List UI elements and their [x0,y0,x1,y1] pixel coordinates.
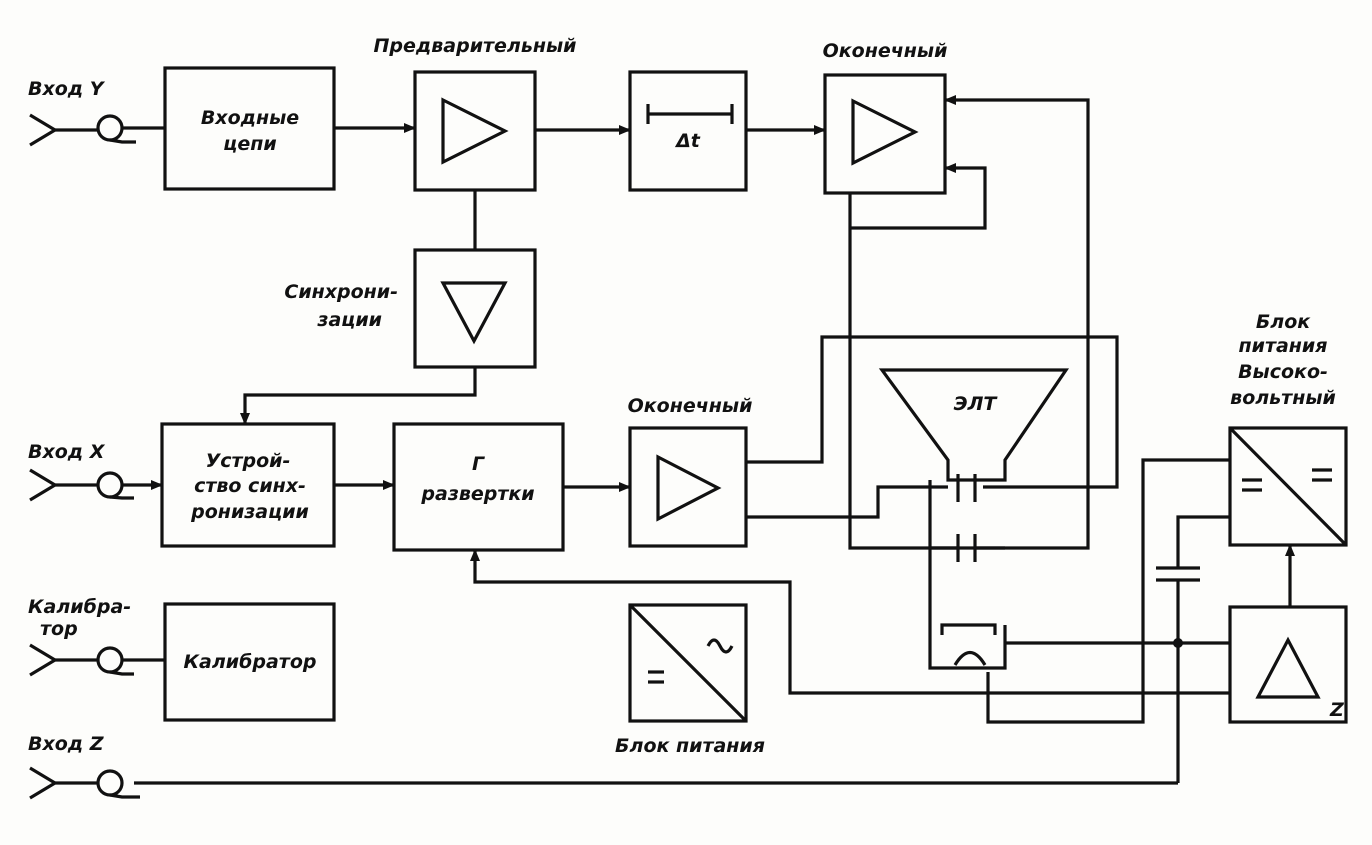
connector-z-icon [29,766,140,800]
hv-supply-line2: питания [1239,335,1328,357]
sync-amp-line2: зации [316,309,382,331]
dc-symbol-icon [1242,468,1332,492]
sweep-generator-block [392,422,565,552]
power-supply-label: Блок питания [615,735,765,757]
calibrator-label-line2: тор [40,618,78,640]
hv-supply-line4: вольтный [1230,387,1336,409]
final-amp-x-block [628,426,748,548]
junction-dot [1173,638,1183,648]
sync-device-line1: Устрой- [206,450,291,472]
calibrator-label-line1: Калибра- [28,596,131,618]
delay-line-block [628,70,748,192]
hv-supply-line1: Блок [1256,311,1311,333]
preamp-title: Предварительный [374,35,577,57]
final-amp-y-block [823,73,947,195]
calibrator-block [163,602,336,722]
final-amp-y-title: Оконечный [823,40,948,62]
amplifier-triangle-down-icon [440,281,508,345]
input-circuits-line2: цепи [223,133,276,155]
amplifier-triangle-icon [656,454,722,522]
amplifier-triangle-icon [851,98,919,166]
sync-device-label: Устрой-ство синх-ронизации [190,450,309,523]
z-amp-mark: Z [1329,699,1345,721]
hv-supply-diagonal [1228,426,1348,547]
preamp-block [413,70,537,192]
z-amp-block [1228,605,1348,724]
sweep-generator-line2: развертки [420,483,534,505]
sync-amp-line1: Синхрони- [284,281,398,303]
connector-calibrator-icon [29,643,134,677]
input-circuits-block [163,66,336,191]
amplifier-triangle-icon [441,97,509,165]
sync-amp-block [413,248,537,369]
crt-icon [878,368,1070,482]
dc-symbol-icon [648,670,664,684]
input-calibrator-label: Калибра-тор [28,596,131,640]
sync-device-block [160,422,336,548]
delay-bracket-icon [646,104,734,124]
wires [122,95,1295,785]
input-z-label: Вход Z [28,733,105,755]
input-circuits-line1: Входные [201,107,299,129]
input-x-label: Вход X [28,441,106,463]
capacitor-icon [1156,566,1200,582]
deflection-plates-icon [930,474,1005,562]
sync-amp-label: Синхрони-зации [284,281,398,331]
crt-cathode-icon [940,623,997,666]
input-circuits-label: Входные цепи [201,107,299,155]
hv-supply-line3: Высоко- [1238,361,1328,383]
sync-device-line2: ство синх- [194,475,306,497]
amplifier-triangle-up-icon [1255,636,1321,699]
power-supply-diagonal [628,603,748,723]
ac-symbol-icon [706,638,734,654]
input-y-label: Вход Y [28,78,106,100]
final-amp-x-title: Оконечный [628,395,753,417]
sweep-generator-line1: Г [472,453,485,475]
calibrator-block-label: Калибратор [184,651,317,673]
connector-x-icon [29,468,134,502]
sync-device-line3: ронизации [190,501,309,523]
crt-label: ЭЛТ [954,393,999,415]
connector-y-icon [29,113,136,147]
delay-label: Δt [674,130,701,152]
